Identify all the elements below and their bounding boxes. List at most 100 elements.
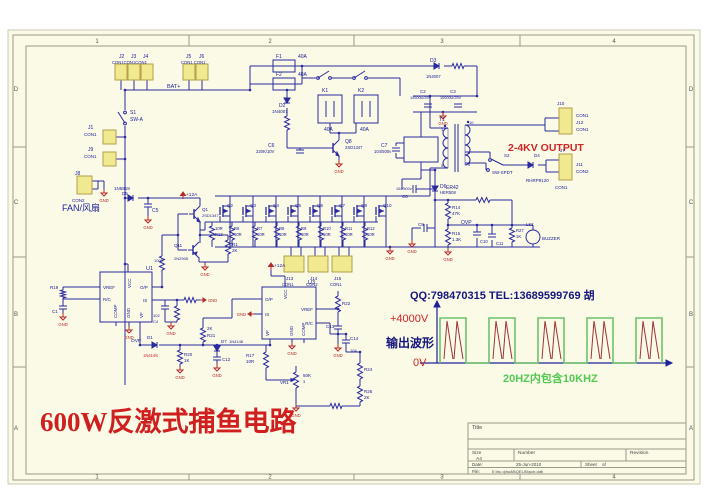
text-label: D [14, 87, 19, 93]
text-label: ER42 [446, 185, 459, 191]
resistor [334, 295, 342, 313]
shape [335, 150, 340, 157]
dio-symbol [127, 194, 134, 202]
text-label: 4 [468, 162, 471, 167]
text-label: 2SD1347 [345, 145, 363, 150]
resistor [208, 225, 216, 241]
junction-dot [123, 135, 127, 139]
gnd-symbol: GND [143, 216, 153, 230]
shape [202, 297, 207, 303]
text-label: 3 [440, 39, 444, 45]
junction-dot [446, 223, 450, 227]
junction-dot [248, 88, 252, 92]
junction-dot [344, 332, 348, 336]
shape [379, 208, 385, 214]
resistor [444, 202, 452, 220]
text-label: 40A [298, 54, 308, 60]
gnd-symbol: GND [166, 322, 176, 336]
shape [58, 316, 68, 321]
shape [313, 208, 319, 214]
res_h-symbol [451, 62, 465, 70]
res_v-symbol [317, 225, 325, 241]
wire [192, 241, 200, 249]
text-label: GND [407, 249, 416, 254]
text-label: C [14, 200, 19, 206]
wire [193, 205, 201, 213]
text-label: R/C [103, 297, 112, 302]
text-label: 2 [268, 475, 272, 481]
fuse-symbol [272, 59, 296, 73]
text-label: GND [291, 413, 300, 418]
text-label: VF [265, 330, 270, 336]
text-label: 40A [360, 127, 370, 133]
text-label: 2K [364, 395, 370, 400]
gnd-symbol: GND [443, 248, 453, 262]
gnd-symbol: GND [99, 189, 109, 203]
res_h-symbol [183, 296, 197, 304]
resistor [173, 305, 181, 321]
text-label: GND [334, 169, 343, 174]
text-label: 2N2905 [174, 256, 189, 261]
text-label: 10R [215, 226, 223, 231]
pot-symbol [290, 371, 300, 389]
shape [291, 208, 297, 214]
resistor [273, 225, 281, 241]
cap_v-symbol [488, 233, 496, 238]
text-label: D7 [221, 339, 227, 344]
text-label: GND [289, 325, 294, 336]
wire [590, 320, 595, 360]
text-label: OVP [461, 220, 472, 226]
text-label: 1.3K [452, 237, 461, 242]
gnd-symbol: GND [438, 112, 448, 126]
text-label: 100R [154, 258, 164, 263]
res_v-symbol [199, 327, 207, 343]
junction-dot [201, 343, 205, 347]
text-label: Date: [472, 462, 483, 467]
res_h-symbol [475, 196, 491, 204]
text-label: R7 [257, 226, 263, 231]
text-label: CON2 [72, 198, 85, 203]
text-label: J11 [576, 162, 583, 167]
text-label: C7 [381, 143, 388, 149]
text-label: GND [200, 272, 209, 277]
dio-symbol [433, 62, 440, 70]
shape [433, 299, 441, 308]
relay-coil [353, 94, 379, 124]
connector [331, 255, 353, 273]
res_v-symbol [339, 225, 347, 241]
wire [505, 320, 513, 360]
text-label: D3 [430, 58, 437, 64]
gnd-symbol: GND [124, 326, 134, 340]
junction-dot [433, 168, 437, 172]
gnd-symbol: GND [212, 364, 222, 378]
text-label: 104 [350, 348, 357, 353]
switch-contact [123, 110, 127, 115]
shape [357, 208, 363, 214]
connector [558, 153, 573, 181]
text-label: R26 [364, 389, 373, 394]
shape [127, 194, 134, 202]
shape [143, 219, 153, 224]
text-label: R21 [207, 333, 216, 338]
text-label: A4 [476, 456, 482, 462]
text-label: R17 [246, 353, 255, 358]
text-label: 2-4KV OUTPUT [508, 142, 584, 154]
text-label: J3 [131, 54, 137, 60]
text-label: BAT+ [167, 84, 181, 90]
junction-dot [123, 196, 127, 200]
text-label: S1 [130, 110, 136, 116]
junctions [123, 64, 514, 354]
text-label: R27 [516, 228, 524, 233]
text-label: C9 [418, 222, 424, 227]
text-label: GND [333, 353, 342, 358]
cap_v-symbol [296, 149, 304, 154]
res_v-symbol [295, 225, 303, 241]
text-label: J8 [75, 171, 81, 177]
text-label: K1 [322, 88, 328, 94]
shape [431, 185, 439, 192]
text-label: GND [443, 257, 452, 262]
res_v-symbol [444, 228, 452, 246]
